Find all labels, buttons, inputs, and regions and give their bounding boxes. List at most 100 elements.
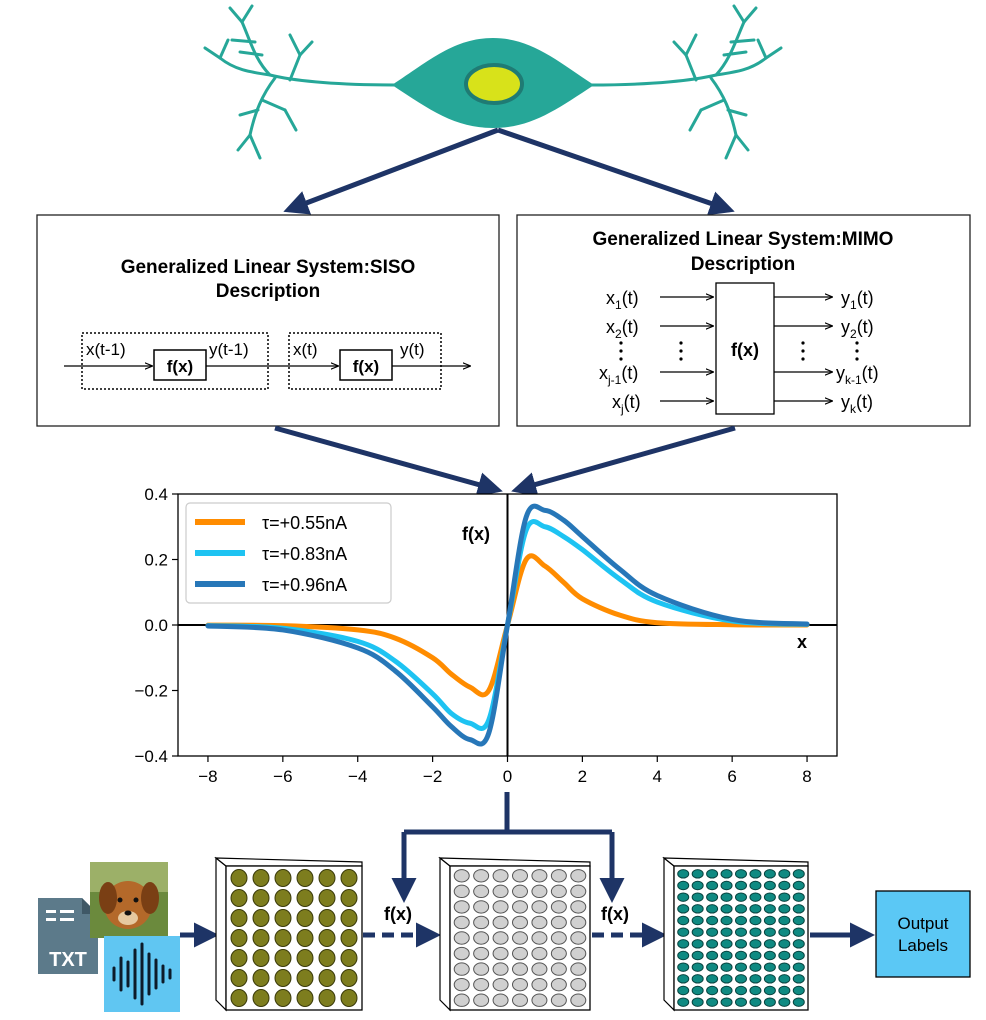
neuron-node: [691, 869, 704, 879]
neuron-node: [778, 869, 791, 879]
mimo-input-labels: x1(t) x2(t) xj-1(t) xj(t): [599, 288, 641, 416]
neuron-node: [453, 869, 470, 883]
neuron-node: [296, 869, 314, 887]
mimo-title-line2: Description: [691, 254, 796, 275]
neuron-node: [706, 950, 719, 961]
neuron-node: [512, 900, 528, 914]
neuron-node: [691, 974, 704, 984]
output-labels-line2: Labels: [898, 936, 948, 955]
neuron-node: [720, 927, 733, 937]
left-dendrites: [203, 4, 397, 160]
neuron-node: [691, 915, 704, 926]
fx-label-between-layers-1: f(x): [384, 904, 412, 924]
chart-xlabel: x: [797, 632, 807, 652]
neuron-node: [473, 931, 490, 945]
neuron-node: [340, 949, 358, 967]
neuron-node: [749, 915, 762, 926]
neuron-node: [763, 927, 776, 937]
siso-fx-label-1: f(x): [167, 357, 193, 376]
neuron-node: [735, 915, 747, 926]
neuron-node: [512, 931, 528, 945]
neuron-node: [778, 985, 791, 996]
neuron-node: [778, 962, 791, 972]
neuron-node: [735, 950, 747, 961]
neuron-node: [274, 889, 292, 907]
chart-ylabel: f(x): [462, 524, 490, 544]
neuron-node: [735, 962, 747, 972]
neuron-node: [706, 997, 719, 1007]
neuron-node: [677, 915, 690, 926]
legend-label-3: τ=+0.96nA: [262, 575, 347, 595]
neuron-node: [512, 946, 528, 961]
neuron-node: [318, 929, 336, 947]
hidden-layer-grid: [438, 856, 591, 1012]
neuron-node: [706, 915, 719, 926]
neuron-node: [763, 880, 776, 891]
neuron-node: [473, 884, 490, 899]
siso-input-label-1: x(t-1): [86, 340, 126, 359]
neuron-node: [691, 892, 704, 902]
neuron-node: [778, 892, 791, 902]
neuron-node: [252, 989, 270, 1007]
neuron-node: [677, 974, 690, 984]
siso-fx-box-1: [153, 349, 207, 381]
neuron-node: [570, 993, 587, 1007]
neuron-node: [531, 946, 548, 961]
neuron-node: [296, 889, 314, 907]
y-tick-label: 0.4: [144, 485, 168, 504]
siso-output-label-1: y(t-1): [209, 340, 249, 359]
neuron-node: [318, 889, 336, 907]
neuron-node: [706, 904, 719, 914]
neuron-node: [720, 904, 733, 914]
neuron-node: [570, 869, 587, 883]
neuron-node: [706, 880, 719, 891]
neuron-node: [677, 869, 690, 879]
neuron-node: [778, 997, 791, 1007]
neuron-node: [550, 884, 567, 899]
x-tick-label: −8: [198, 767, 217, 786]
siso-dotted-frame-1: [81, 332, 269, 390]
neuron-node: [296, 909, 314, 927]
neuron-node: [230, 949, 248, 967]
neuron-node: [749, 892, 762, 902]
neuron-node: [691, 962, 704, 972]
neuron-node: [252, 889, 270, 907]
chart-series-group: [205, 503, 810, 747]
x-tick-label: −4: [348, 767, 367, 786]
neuron-node: [340, 889, 358, 907]
neuron-node: [230, 969, 248, 987]
neuron-node: [720, 950, 733, 961]
neuron-node: [473, 993, 490, 1007]
mimo-fx-label: f(x): [731, 340, 759, 360]
y-tick-label: 0.2: [144, 551, 168, 570]
neuron-node: [735, 869, 747, 879]
neuron-node: [778, 915, 791, 926]
neuron-node: [792, 880, 805, 891]
mimo-output-1: y1(t): [841, 288, 874, 312]
neuron-node: [550, 931, 567, 945]
neuron-node: [763, 869, 776, 879]
siso-output-label-2: y(t): [400, 340, 425, 359]
neuron-node: [691, 950, 704, 961]
neuron-node: [531, 993, 548, 1007]
neuron-node: [473, 962, 490, 976]
x-tick-label: 8: [802, 767, 811, 786]
neuron-node: [749, 950, 762, 961]
neuron-node: [550, 993, 567, 1007]
arrow-mimo-to-chart: [511, 425, 736, 497]
neuron-node: [792, 915, 805, 926]
neuron-node: [492, 900, 509, 914]
neuron-illustration: [203, 4, 783, 160]
y-tick-label: −0.4: [134, 747, 168, 766]
neuron-node: [340, 869, 358, 887]
neuron-node: [252, 949, 270, 967]
neuron-node: [749, 880, 762, 891]
neuron-node: [453, 962, 470, 976]
neuron-node: [763, 997, 776, 1007]
neuron-node: [473, 946, 490, 961]
neuron-node: [274, 989, 292, 1007]
neuron-node: [340, 969, 358, 987]
mimo-input-1: x1(t): [606, 288, 639, 312]
fx-label-between-layers-2: f(x): [601, 904, 629, 924]
neuron-node: [512, 915, 528, 930]
